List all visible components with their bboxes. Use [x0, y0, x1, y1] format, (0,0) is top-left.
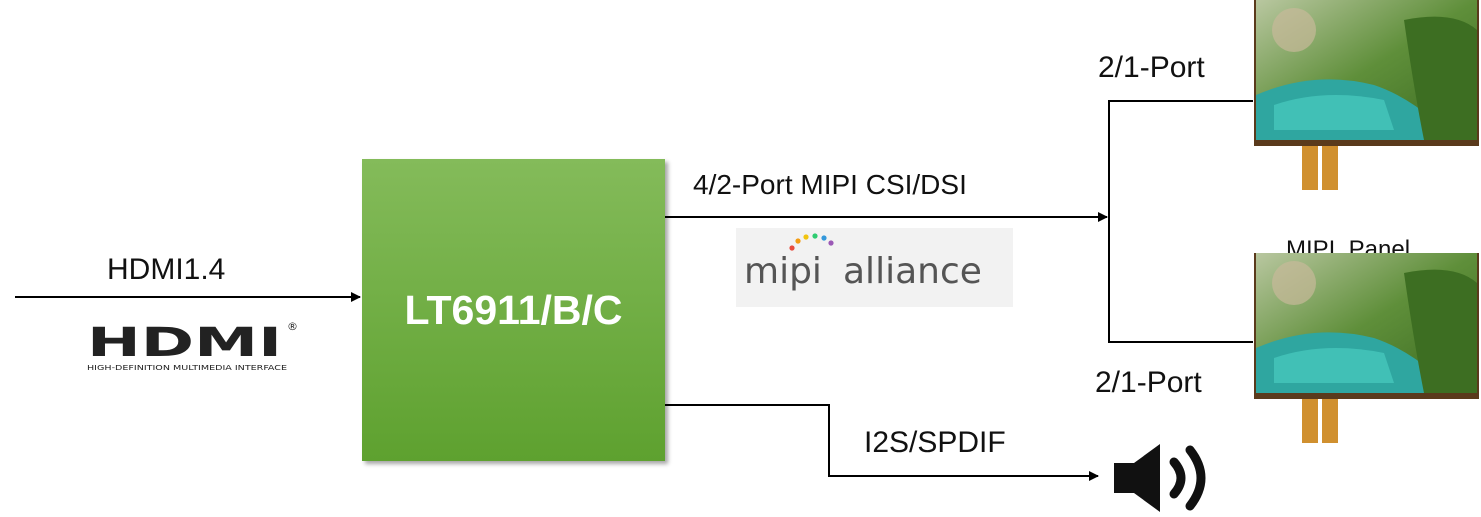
bottom-mipi-panel-icon [1254, 253, 1479, 443]
hdmi-input-label: HDMI1.4 [107, 253, 226, 286]
audio-output-label: I2S/SPDIF [864, 426, 1006, 459]
top-port-label: 2/1-Port [1098, 51, 1205, 84]
svg-text:HDMI: HDMI [87, 320, 282, 366]
svg-text:®: ® [287, 320, 298, 333]
svg-text:alliance: alliance [843, 251, 982, 292]
svg-text:HIGH-DEFINITION MULTIMEDIA INT: HIGH-DEFINITION MULTIMEDIA INTERFACE [87, 364, 287, 372]
hdmi-logo-icon: HDMI ® HIGH-DEFINITION MULTIMEDIA INTERF… [87, 320, 298, 372]
speaker-icon [1114, 444, 1206, 512]
converter-chip-block: LT6911/B/C [362, 159, 665, 461]
chip-label: LT6911/B/C [404, 286, 623, 333]
top-mipi-panel-icon [1254, 0, 1479, 190]
audio-output-arrow [665, 404, 1099, 481]
mipi-output-label: 4/2-Port MIPI CSI/DSI [693, 169, 967, 200]
svg-text:mipi: mipi [744, 251, 822, 292]
mipi-alliance-logo-icon: mipi alliance [736, 228, 1013, 307]
bottom-port-label: 2/1-Port [1095, 366, 1202, 399]
panel-split-line [1108, 100, 1253, 343]
